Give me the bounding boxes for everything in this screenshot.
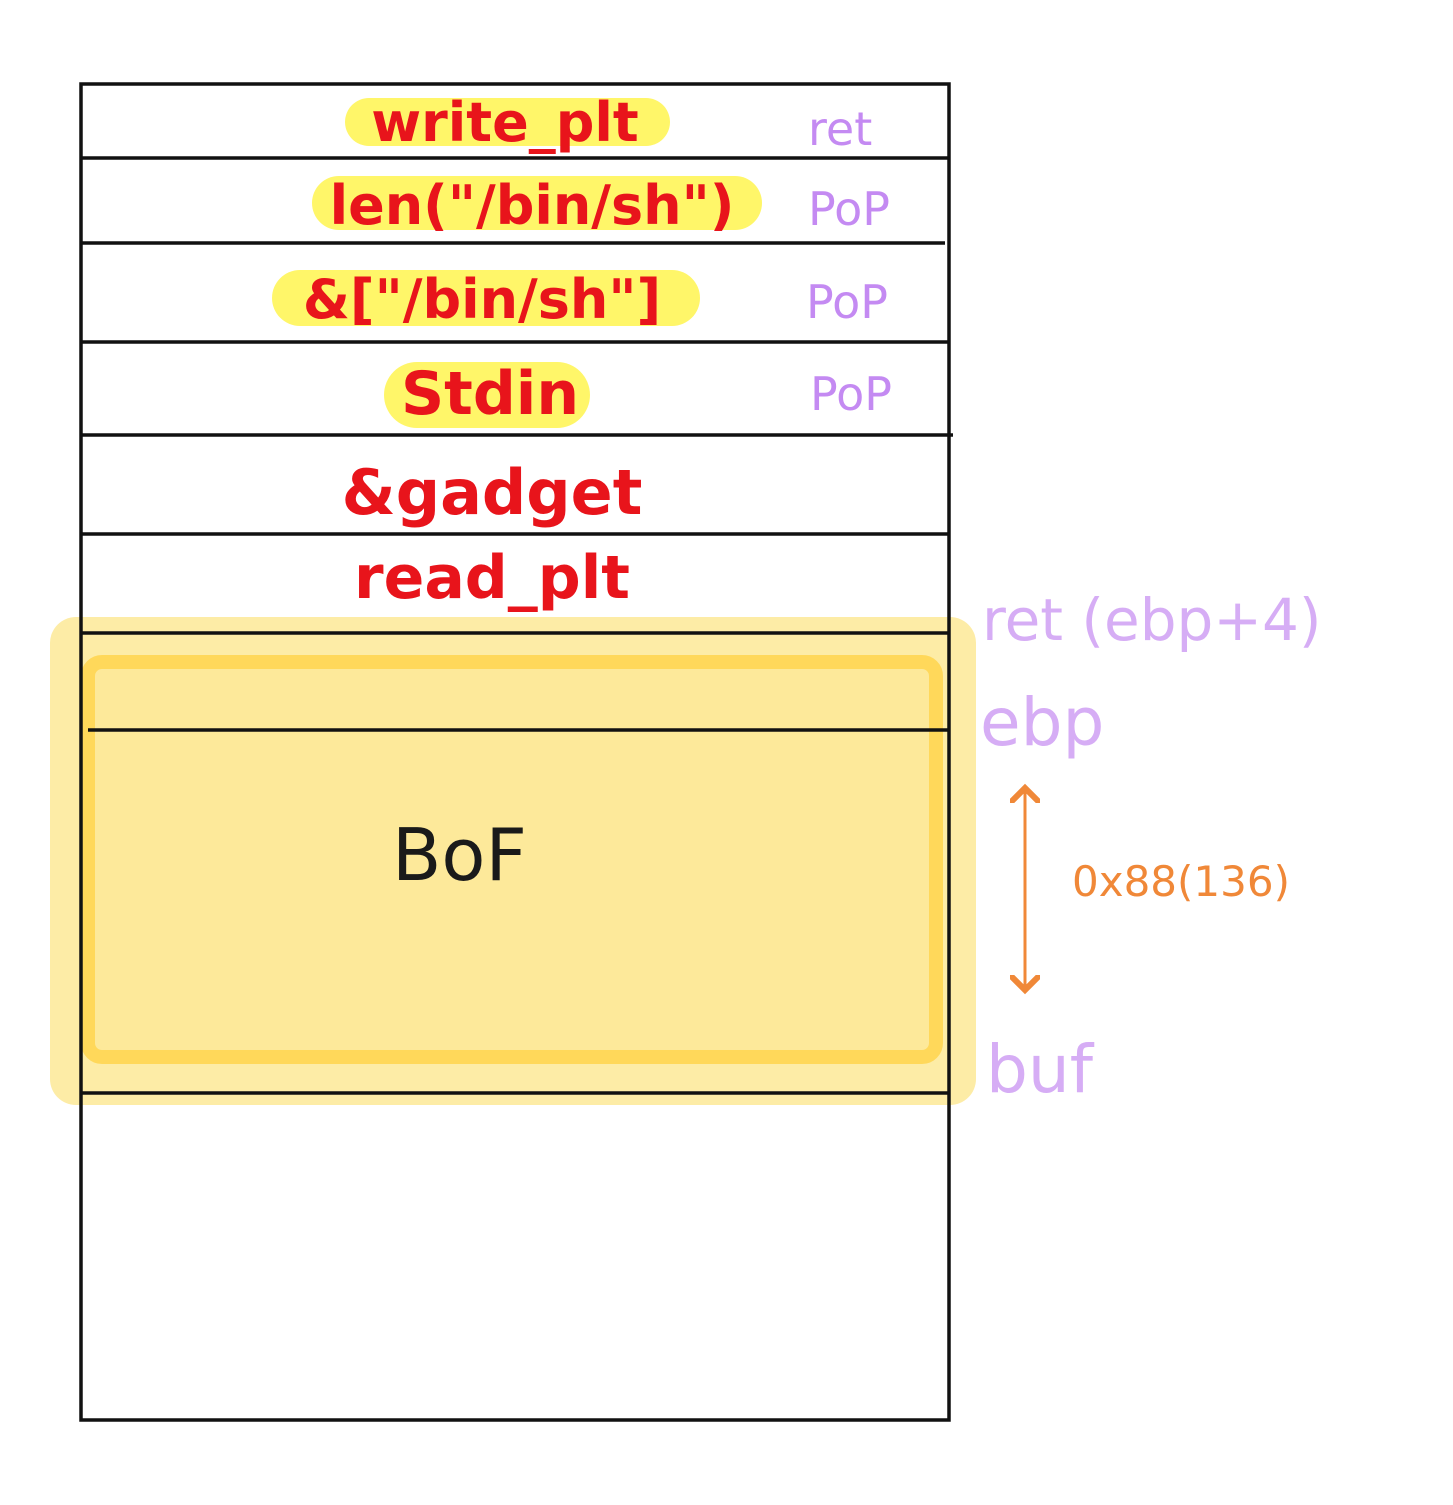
ebp-label: ebp	[980, 684, 1104, 761]
slot-note-pop: PoP	[808, 182, 890, 236]
slot-note-pop: PoP	[810, 367, 892, 421]
highlight-addr-binsh	[272, 270, 700, 326]
buffer-size-label: 0x88(136)	[1072, 857, 1290, 906]
ret-address-label: ret (ebp+4)	[982, 586, 1322, 654]
stack-outline	[79, 82, 951, 1422]
highlight-write-plt	[345, 98, 670, 146]
slot-label-gadget: &gadget	[342, 456, 643, 529]
slot-note-pop: PoP	[806, 275, 888, 329]
slot-label-stdin: Stdin	[401, 359, 579, 429]
slot-label-read-plt: read_plt	[354, 543, 630, 613]
slot-label-write-plt: write_plt	[371, 91, 638, 154]
highlight-stdin	[384, 362, 590, 428]
overflow-region-inner	[81, 655, 943, 1064]
slot-label-addr-binsh: &["/bin/sh"]	[303, 268, 661, 331]
bof-label: BoF	[392, 813, 527, 897]
slot-dividers	[81, 156, 953, 1095]
highlight-len-binsh	[312, 176, 762, 230]
slot-label-len-binsh: len("/bin/sh")	[330, 174, 735, 237]
buf-label: buf	[986, 1031, 1095, 1108]
slot-note-ret: ret	[808, 102, 872, 156]
